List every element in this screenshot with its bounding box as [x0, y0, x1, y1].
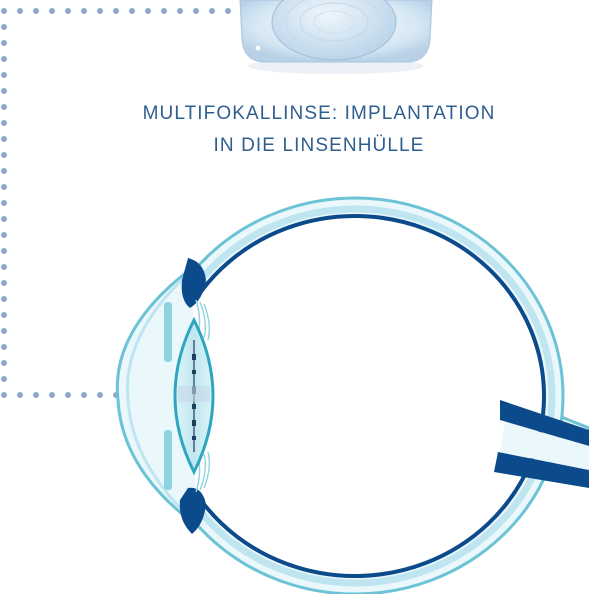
- eye-cross-section-icon: [117, 198, 589, 594]
- caption-title-line-2: IN DIE LINSENHÜLLE: [100, 135, 538, 157]
- caption-title-line-1: MULTIFOKALLINSE: IMPLANTATION: [100, 103, 538, 125]
- multifocal-lens-implant-icon: [240, 0, 432, 74]
